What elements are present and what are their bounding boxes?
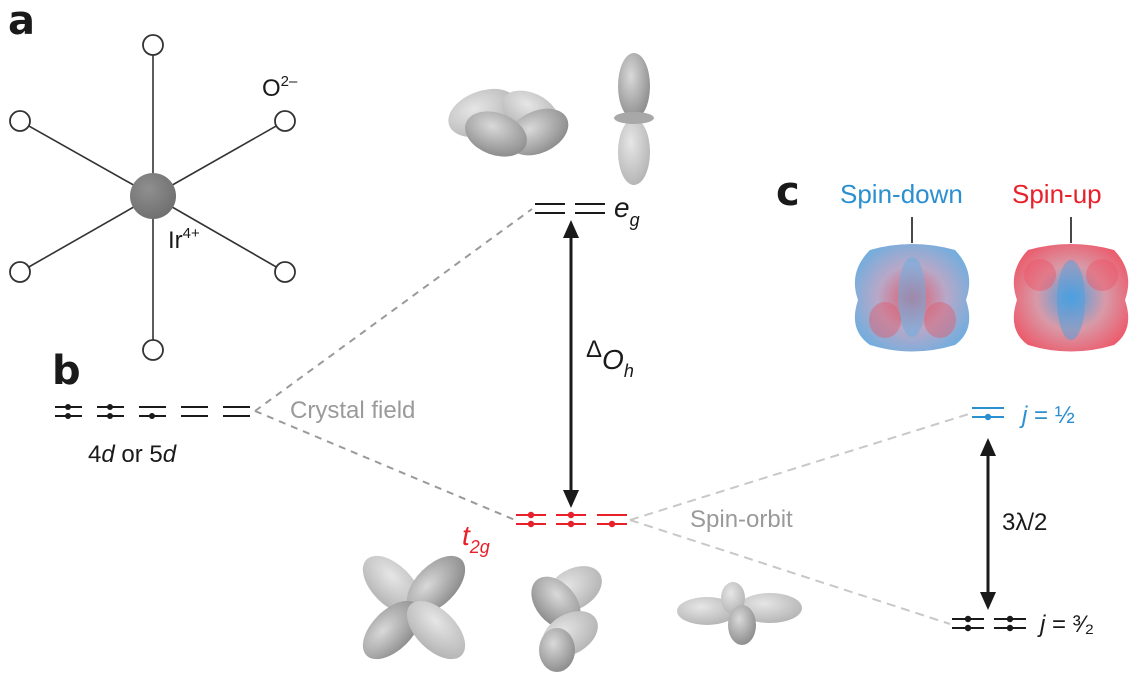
panel-b-label: b <box>52 348 81 394</box>
j-half-electron <box>984 413 992 421</box>
spin-orbit-connectors <box>629 412 973 625</box>
iridium-label: Ir4+ <box>168 225 200 254</box>
spin-up-label: Spin-up <box>1012 179 1102 209</box>
eg-orbital-dxy-shape <box>448 88 569 157</box>
eg-levels <box>535 203 605 214</box>
j-three-half-label: j = ³⁄₂ <box>1037 611 1094 638</box>
panel-a-label: a <box>8 0 35 44</box>
j-three-half-electrons <box>964 615 1014 632</box>
lambda-label: 3λ/2 <box>1002 509 1047 536</box>
oxygen-atom-upper-left <box>9 110 31 132</box>
bond-upper-right <box>152 120 286 197</box>
shell-label: 4d or 5d <box>88 441 177 468</box>
bond-upper-left <box>19 120 154 197</box>
t2g-orbital-dxz-shape <box>531 566 602 672</box>
t2g-orbital-dxy-shape <box>362 555 466 660</box>
oxygen-label: O2– <box>262 73 298 102</box>
oxygen-atom-lower-right <box>274 261 296 283</box>
eg-label: eg <box>614 192 640 230</box>
t2g-electrons <box>527 511 616 528</box>
iridium-atom <box>130 173 176 219</box>
t2g-orbital-dyz-shape <box>677 582 802 645</box>
t2g-label: t2g <box>462 520 490 557</box>
delta-arrow <box>563 220 579 508</box>
j-three-half-levels <box>952 618 1026 629</box>
lambda-arrow <box>980 438 996 610</box>
spin-up-density-shape <box>1013 244 1129 352</box>
d-electrons <box>65 404 155 419</box>
eg-orbital-dz2-shape <box>614 53 654 185</box>
oxygen-atom-bottom <box>142 339 164 361</box>
crystal-field-connectors <box>254 208 533 521</box>
bond-lower-right <box>152 195 286 273</box>
spin-down-density-shape <box>854 244 970 352</box>
crystal-field-label: Crystal field <box>290 397 415 424</box>
spin-down-label: Spin-down <box>840 179 963 209</box>
octahedron-diagram <box>19 45 286 350</box>
spin-orbit-label: Spin-orbit <box>690 506 793 533</box>
delta-label: ΔOh <box>586 336 634 381</box>
bond-lower-left <box>19 195 154 273</box>
oxygen-atom-lower-left <box>9 261 31 283</box>
j-half-label: j = ½ <box>1019 402 1075 429</box>
oxygen-atom-top <box>142 34 164 56</box>
panel-c-label: c <box>776 169 800 215</box>
oxygen-atom-upper-right <box>274 110 296 132</box>
